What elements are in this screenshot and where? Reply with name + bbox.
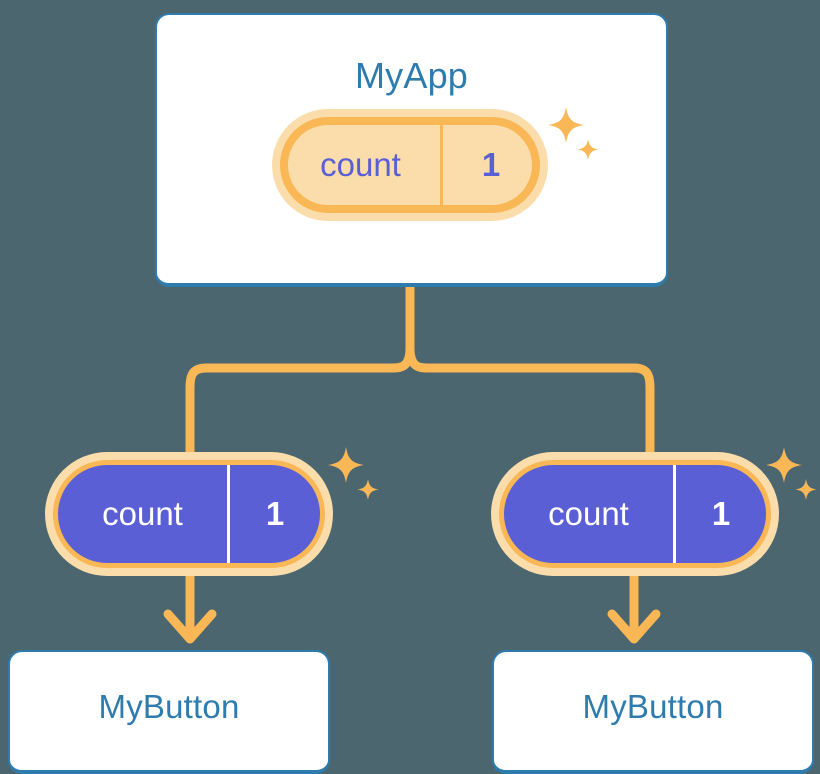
arrow-down-icon-left bbox=[163, 570, 217, 644]
state-key: count bbox=[504, 465, 676, 563]
fork-connector bbox=[185, 282, 655, 457]
state-key: count bbox=[281, 118, 443, 212]
state-value: 1 bbox=[676, 465, 766, 563]
state-key: count bbox=[58, 465, 230, 563]
component-title: MyButton bbox=[582, 688, 724, 725]
component-card-mybutton-1[interactable]: MyButton bbox=[492, 650, 814, 774]
state-pill-child-1[interactable]: count 1 bbox=[491, 452, 779, 576]
sparkle-icon bbox=[328, 447, 379, 500]
sparkle-icon bbox=[548, 107, 599, 160]
page-title: MyApp bbox=[354, 55, 469, 96]
component-title: MyButton bbox=[98, 688, 240, 725]
sparkle-icon bbox=[766, 447, 817, 500]
component-card-mybutton-0[interactable]: MyButton bbox=[8, 650, 330, 774]
arrow-down-icon-right bbox=[607, 570, 661, 644]
state-pill-root[interactable]: count 1 bbox=[272, 109, 548, 221]
state-value: 1 bbox=[481, 146, 501, 183]
state-value: 1 bbox=[230, 465, 320, 563]
state-pill-child-0[interactable]: count 1 bbox=[45, 452, 333, 576]
